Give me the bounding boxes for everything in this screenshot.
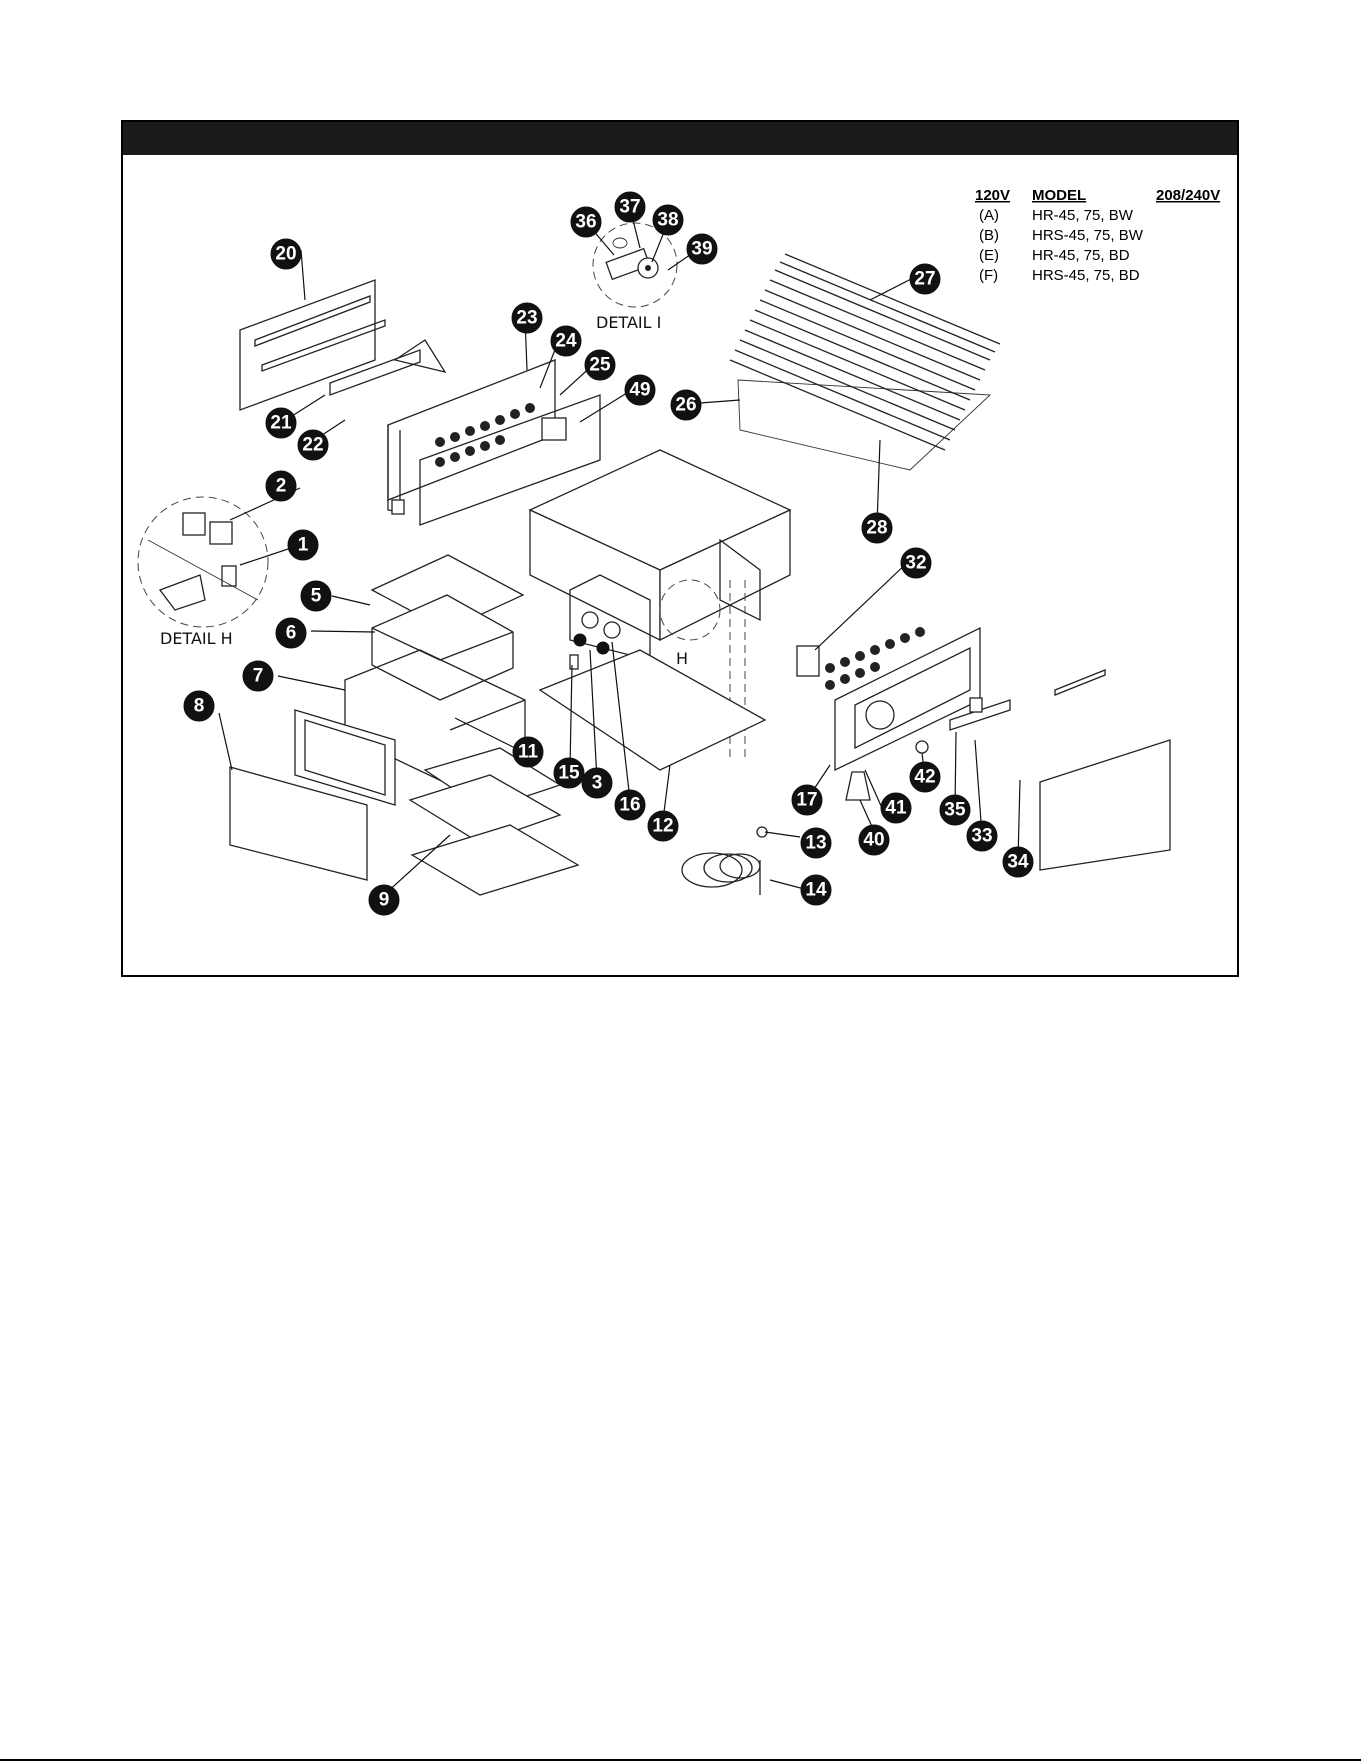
callout-22: 22 [298, 430, 328, 460]
legend-header-model: MODEL [1032, 187, 1086, 204]
callout-37: 37 [615, 192, 645, 222]
svg-text:34: 34 [1007, 852, 1029, 873]
callout-38: 38 [653, 205, 683, 235]
drawer-front [230, 710, 395, 880]
callout-15: 15 [554, 758, 584, 788]
callout-42: 42 [910, 762, 940, 792]
svg-text:8: 8 [194, 696, 205, 717]
callout-20: 20 [271, 239, 301, 269]
svg-text:38: 38 [657, 210, 678, 231]
svg-text:28: 28 [866, 518, 887, 539]
svg-text:35: 35 [944, 800, 966, 821]
callout-16: 16 [615, 790, 645, 820]
callout-32: 32 [901, 548, 931, 578]
callout-14: 14 [801, 875, 831, 905]
rear-heater-panel [240, 280, 445, 410]
svg-text:9: 9 [379, 890, 390, 911]
legend-row-code: (A) [979, 207, 999, 224]
callout-28: 28 [862, 513, 892, 543]
legend-row-model: HR-45, 75, BD [1032, 247, 1130, 264]
svg-text:2: 2 [276, 476, 287, 497]
svg-text:24: 24 [555, 331, 577, 352]
callout-21: 21 [266, 408, 296, 438]
heating-rods [730, 254, 1000, 470]
callout-9: 9 [369, 885, 399, 915]
callout-25: 25 [585, 350, 615, 380]
callout-5: 5 [301, 581, 331, 611]
svg-text:6: 6 [286, 623, 297, 644]
callout-41: 41 [881, 793, 911, 823]
svg-text:21: 21 [270, 413, 292, 434]
callout-11: 11 [513, 737, 543, 767]
svg-text:42: 42 [914, 767, 935, 788]
svg-text:15: 15 [558, 763, 580, 784]
detail-i: DETAIL I [593, 223, 677, 332]
legend-row-model: HR-45, 75, BW [1032, 207, 1134, 224]
svg-text:49: 49 [629, 380, 650, 401]
callout-23: 23 [512, 303, 542, 333]
callout-36: 36 [571, 207, 601, 237]
detail-i-label: DETAIL I [596, 313, 661, 332]
legend-row-code: (B) [979, 227, 999, 244]
svg-text:32: 32 [905, 553, 926, 574]
callout-3: 3 [582, 768, 612, 798]
callout-24: 24 [551, 326, 581, 356]
callout-35: 35 [940, 795, 970, 825]
callout-13: 13 [801, 828, 831, 858]
legend-header-208-240v: 208/240V [1156, 187, 1220, 204]
svg-text:7: 7 [253, 666, 264, 687]
callout-8: 8 [184, 691, 214, 721]
legend-row-code: (E) [979, 247, 999, 264]
callout-39: 39 [687, 234, 717, 264]
svg-text:25: 25 [589, 355, 611, 376]
bottom-panels [410, 748, 578, 895]
svg-text:1: 1 [298, 535, 309, 556]
svg-text:3: 3 [592, 773, 603, 794]
legend-row-model: HRS-45, 75, BD [1032, 267, 1140, 284]
svg-text:39: 39 [691, 239, 712, 260]
svg-text:26: 26 [675, 395, 696, 416]
svg-text:12: 12 [652, 816, 673, 837]
svg-text:41: 41 [885, 798, 907, 819]
svg-text:40: 40 [863, 830, 884, 851]
callout-34: 34 [1003, 847, 1033, 877]
svg-text:33: 33 [971, 826, 992, 847]
callout-33: 33 [967, 821, 997, 851]
callout-40: 40 [859, 825, 889, 855]
svg-text:11: 11 [518, 742, 539, 763]
legend-row-code: (F) [979, 267, 998, 284]
svg-text:17: 17 [796, 790, 817, 811]
svg-text:36: 36 [575, 212, 596, 233]
callout-17: 17 [792, 785, 822, 815]
detail-h: DETAIL H [138, 497, 268, 648]
callout-7: 7 [243, 661, 273, 691]
svg-text:14: 14 [805, 880, 827, 901]
callout-12: 12 [648, 811, 678, 841]
detail-h-label: DETAIL H [160, 629, 233, 648]
svg-text:23: 23 [516, 308, 537, 329]
callout-1: 1 [288, 530, 318, 560]
callout-27: 27 [910, 264, 940, 294]
legend-header-120v: 120V [975, 187, 1010, 204]
svg-text:37: 37 [619, 197, 640, 218]
callout-6: 6 [276, 618, 306, 648]
svg-text:22: 22 [302, 435, 323, 456]
callout-2: 2 [266, 471, 296, 501]
power-cord [682, 827, 767, 895]
callout-49: 49 [625, 375, 655, 405]
legend-row-model: HRS-45, 75, BW [1032, 227, 1144, 244]
svg-text:5: 5 [311, 586, 322, 607]
svg-text:13: 13 [805, 833, 826, 854]
svg-text:16: 16 [619, 795, 640, 816]
detail-h-marker: H [676, 649, 688, 668]
model-legend: 120V MODEL 208/240V (A) HR-45, 75, BW (B… [975, 187, 1220, 284]
svg-text:20: 20 [275, 244, 296, 265]
callout-26: 26 [671, 390, 701, 420]
svg-text:27: 27 [914, 269, 935, 290]
